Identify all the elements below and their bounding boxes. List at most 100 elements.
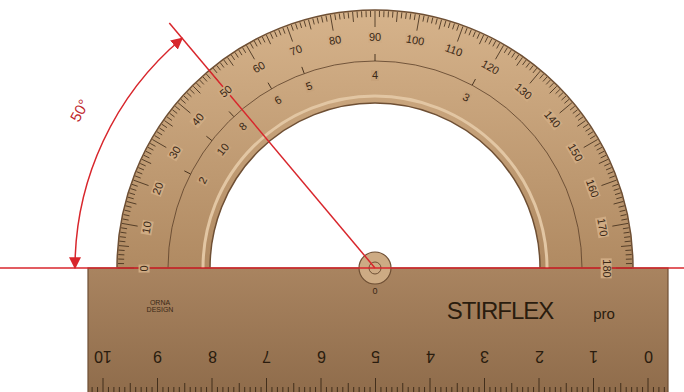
ruler-number: 7 (261, 348, 272, 364)
millimetre-tick (588, 387, 589, 392)
millimetre-tick (326, 387, 327, 392)
degree-tick (352, 12, 354, 22)
millimetre-tick (146, 387, 147, 392)
degree-tick (119, 245, 129, 247)
ruler-number: 6 (316, 348, 327, 364)
ruler-number: 9 (152, 348, 163, 364)
degree-tick (473, 31, 475, 37)
degree-tick (291, 25, 293, 31)
degree-tick (396, 12, 398, 22)
millimetre-tick (304, 387, 305, 392)
degree-tick (124, 215, 130, 216)
inner-tick (229, 111, 234, 116)
degree-tick (504, 48, 507, 53)
millimetre-tick (331, 387, 332, 392)
inner-scale-ticks (184, 54, 475, 174)
degree-tick (497, 43, 500, 48)
millimetre-tick (566, 383, 567, 392)
degree-tick (599, 159, 608, 163)
millimetre-tick (277, 387, 278, 392)
degree-tick (625, 241, 631, 243)
degree-tick (599, 151, 604, 154)
degree-tick (485, 37, 488, 42)
millimetre-tick (544, 387, 545, 392)
millimetre-tick (119, 387, 120, 392)
degree-tick (121, 227, 127, 229)
millimetre-tick (511, 383, 512, 392)
degree-tick (549, 83, 553, 87)
degree-tick (550, 86, 557, 93)
degree-tick (583, 124, 588, 127)
degree-tick (262, 37, 265, 42)
degree-tick (217, 65, 221, 70)
degree-tick (383, 11, 384, 17)
degree-tick (308, 20, 311, 30)
degree-tick (392, 12, 393, 18)
millimetre-tick (315, 387, 316, 392)
millimetre-tick (620, 383, 621, 392)
degree-tick (118, 259, 124, 260)
inner-tick (206, 136, 212, 140)
millimetre-tick (637, 387, 638, 392)
baseline-red (0, 267, 684, 269)
degree-tick (213, 68, 217, 73)
millimetre-tick (173, 387, 174, 392)
millimetre-tick (424, 387, 425, 392)
degree-tick (228, 57, 234, 65)
degree-tick (439, 20, 442, 30)
millimetre-tick (282, 387, 283, 392)
millimetre-tick (124, 387, 125, 392)
degree-tick (578, 117, 583, 121)
degree-tick (131, 189, 137, 191)
millimetre-tick (108, 387, 109, 392)
millimetre-tick (141, 387, 142, 392)
degree-number: 170 (595, 217, 609, 239)
degree-tick (220, 63, 224, 68)
degree-tick (625, 250, 631, 251)
degree-tick (196, 83, 200, 87)
degree-tick (155, 136, 160, 139)
degree-tick (624, 236, 630, 238)
degree-tick (361, 11, 362, 17)
millimetre-tick (577, 387, 578, 392)
millimetre-tick (653, 387, 654, 392)
degree-tick (121, 232, 127, 234)
protractor-arc-body (117, 10, 633, 268)
millimetre-tick (642, 387, 643, 392)
degree-tick (250, 43, 253, 48)
millimetre-tick (408, 387, 409, 392)
degree-tick (626, 263, 632, 264)
degree-tick (431, 18, 432, 24)
degree-tick (146, 151, 151, 154)
millimetre-tick (440, 387, 441, 392)
centre-zero: 0 (371, 287, 378, 296)
degree-tick (614, 189, 620, 191)
inner-tick (302, 67, 304, 74)
degree-tick (300, 22, 302, 28)
millimetre-tick (179, 387, 180, 392)
degree-tick (203, 77, 207, 81)
degree-ticks (118, 11, 632, 268)
degree-tick (200, 80, 204, 84)
millimetre-tick (397, 387, 398, 392)
millimetre-tick (217, 387, 218, 392)
ruler-number: 8 (207, 348, 218, 364)
degree-tick (523, 60, 527, 65)
degree-tick (606, 168, 612, 170)
degree-tick (140, 163, 145, 165)
millimetre-tick (255, 387, 256, 392)
millimetre-tick (479, 387, 480, 392)
millimetre-tick (261, 387, 262, 392)
degree-tick (453, 24, 455, 30)
inner-tick (184, 171, 190, 174)
millimetre-tick (489, 387, 490, 392)
degree-tick (457, 25, 459, 31)
degree-tick (601, 180, 616, 185)
degree-tick (142, 159, 151, 163)
millimetre-tick (359, 387, 360, 392)
degree-tick (175, 106, 180, 110)
millimetre-tick (233, 387, 234, 392)
angle-value: 50° (67, 96, 92, 125)
degree-tick (275, 31, 277, 37)
degree-tick (619, 206, 625, 207)
